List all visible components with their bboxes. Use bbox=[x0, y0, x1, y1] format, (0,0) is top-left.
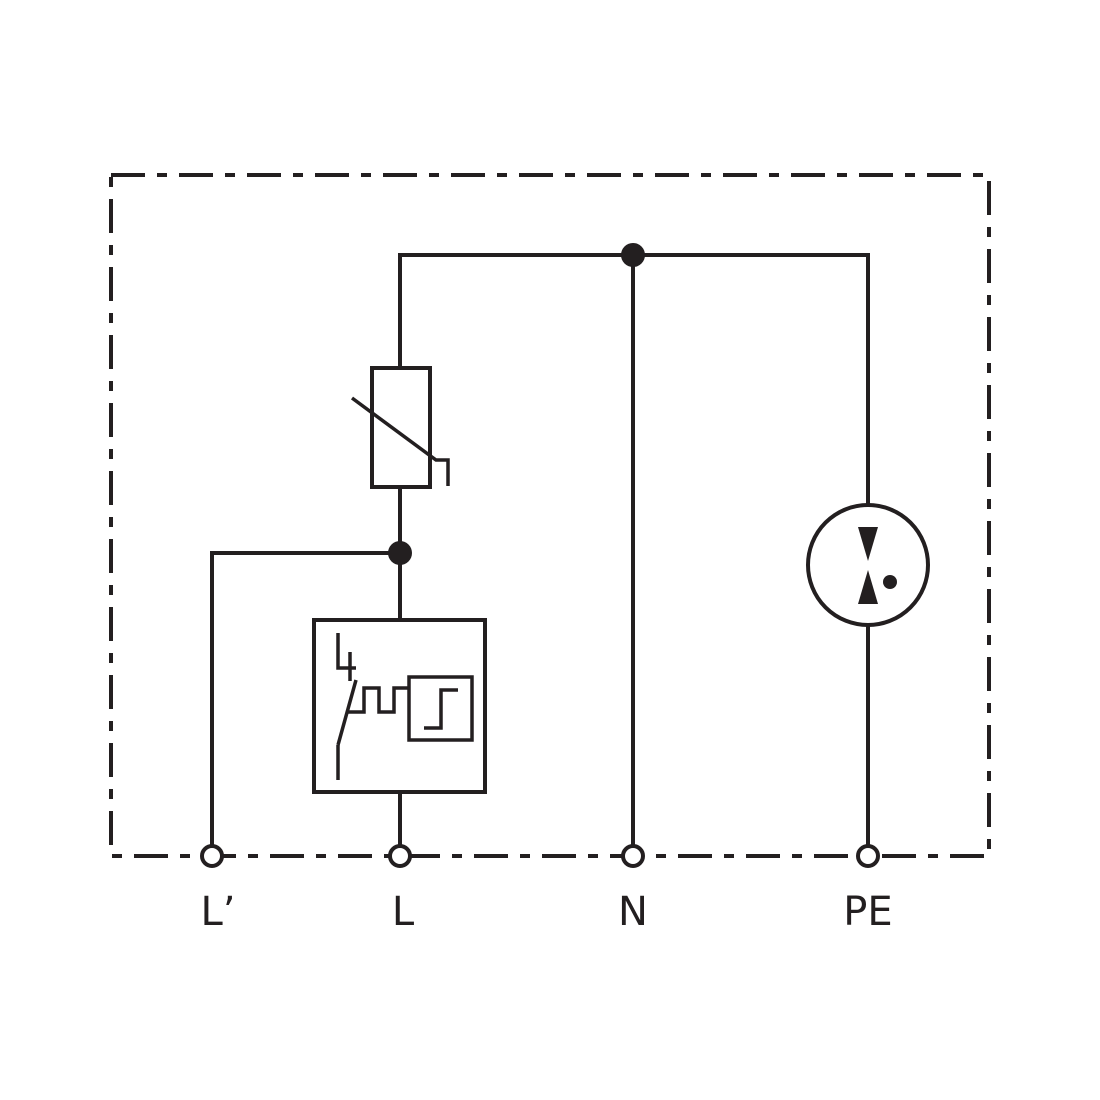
terminal-n bbox=[621, 844, 645, 868]
varistor-icon bbox=[350, 366, 450, 489]
terminal-label-pe: PE bbox=[843, 889, 892, 935]
terminal-l-prime bbox=[200, 844, 224, 868]
spark-gap-icon bbox=[806, 503, 930, 627]
terminal-label-n: N bbox=[618, 889, 648, 935]
junction-top bbox=[621, 243, 645, 267]
terminal-pe bbox=[856, 844, 880, 868]
l-prime-wire bbox=[210, 551, 402, 847]
terminal-label-l-prime: L’ bbox=[201, 889, 236, 935]
enclosure-boundary bbox=[109, 173, 991, 858]
terminal-label-l: L bbox=[392, 889, 415, 935]
junction-l-prime bbox=[388, 541, 412, 565]
thermal-disconnector-icon bbox=[312, 618, 487, 794]
terminal-l bbox=[388, 844, 412, 868]
